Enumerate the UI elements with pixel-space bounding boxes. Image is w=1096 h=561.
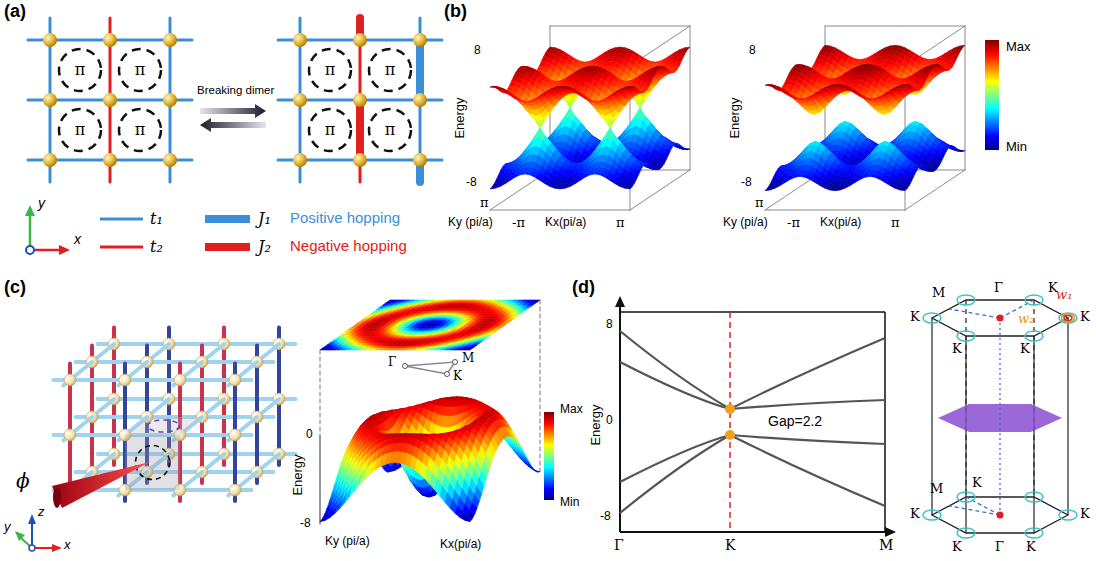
lattice-site: [353, 33, 367, 47]
lattice-site: [353, 153, 367, 167]
backward-arrow: [200, 118, 266, 132]
lattice-site: [43, 93, 57, 107]
lattice-site: [293, 93, 307, 107]
lattice-site: [103, 33, 117, 47]
lattice-site: [163, 33, 177, 47]
lattice-site: [103, 153, 117, 167]
lattice-site: [163, 153, 177, 167]
arrow-head: [25, 205, 35, 216]
arrow-head: [59, 245, 70, 255]
lattice-site: [103, 93, 117, 107]
lattice-site: [413, 153, 427, 167]
lattice-site: [43, 153, 57, 167]
lattice-site: [293, 153, 307, 167]
lattice-site: [413, 33, 427, 47]
lattice-site: [43, 33, 57, 47]
lattice-site: [163, 93, 177, 107]
forward-arrow: [200, 104, 266, 118]
plot-box: [630, 170, 690, 210]
lattice-site: [353, 93, 367, 107]
axis-origin: [26, 246, 34, 254]
lattice-site: [293, 33, 307, 47]
lattice-2d: [28, 18, 442, 182]
lattice-site: [413, 93, 427, 107]
